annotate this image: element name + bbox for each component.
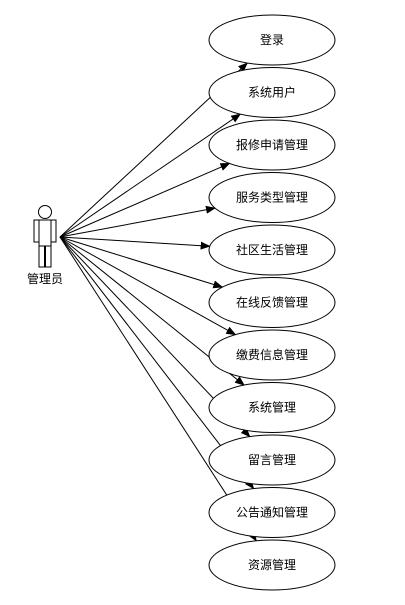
association-line: [59, 236, 257, 542]
use-case-ellipse: [208, 67, 336, 118]
use-case: 缴费信息管理: [208, 329, 336, 381]
use-case: 系统管理: [208, 382, 336, 433]
use-case-ellipse: [208, 382, 336, 433]
use-case-ellipse: [208, 224, 336, 276]
use-case: 服务类型管理: [208, 172, 336, 223]
use-case-ellipse: [208, 14, 336, 66]
use-case-ellipse: [208, 329, 336, 381]
actor-torso: [38, 219, 52, 247]
use-case-label: 社区生活管理: [236, 242, 308, 257]
actor-left-leg: [38, 245, 45, 268]
use-case-label: 留言管理: [248, 452, 296, 467]
association-line: [59, 205, 216, 238]
use-case-label: 登录: [260, 32, 284, 47]
use-case: 登录: [208, 14, 336, 66]
use-case-label: 缴费信息管理: [236, 347, 308, 362]
use-case-ellipse: [208, 172, 336, 223]
actor-right-leg: [45, 245, 52, 268]
use-case-label: 系统用户: [248, 85, 296, 100]
association-line: [59, 162, 231, 238]
use-case-list: 登录系统用户报修申请管理服务类型管理社区生活管理在线反馈管理缴费信息管理系统管理…: [208, 14, 336, 591]
use-case-ellipse: [208, 119, 336, 171]
use-case: 系统用户: [208, 67, 336, 118]
use-case-label: 公告通知管理: [236, 505, 308, 520]
actor-head: [38, 205, 52, 219]
actor-name: 管理员: [27, 271, 63, 286]
use-case: 资源管理: [208, 539, 336, 591]
use-case-label: 报修申请管理: [236, 137, 308, 152]
use-case-ellipse: [208, 434, 336, 486]
association-line: [59, 236, 237, 336]
association-line: [59, 236, 224, 289]
use-case: 社区生活管理: [208, 224, 336, 276]
use-case-label: 资源管理: [248, 557, 296, 572]
use-case-ellipse: [208, 539, 336, 591]
actor-left-arm: [33, 219, 40, 243]
use-case: 在线反馈管理: [208, 277, 336, 328]
use-case-ellipse: [208, 277, 336, 328]
association-line: [59, 113, 242, 238]
use-case-label: 在线反馈管理: [236, 295, 308, 310]
association-line: [59, 236, 211, 250]
actor-figure: 管理员: [27, 205, 63, 286]
use-case: 公告通知管理: [208, 487, 336, 538]
use-case: 留言管理: [208, 434, 336, 486]
use-case-label: 系统管理: [248, 400, 296, 415]
use-case-label: 服务类型管理: [236, 190, 308, 205]
use-case-ellipse: [208, 487, 336, 538]
use-case: 报修申请管理: [208, 119, 336, 171]
actor-right-arm: [50, 219, 57, 243]
